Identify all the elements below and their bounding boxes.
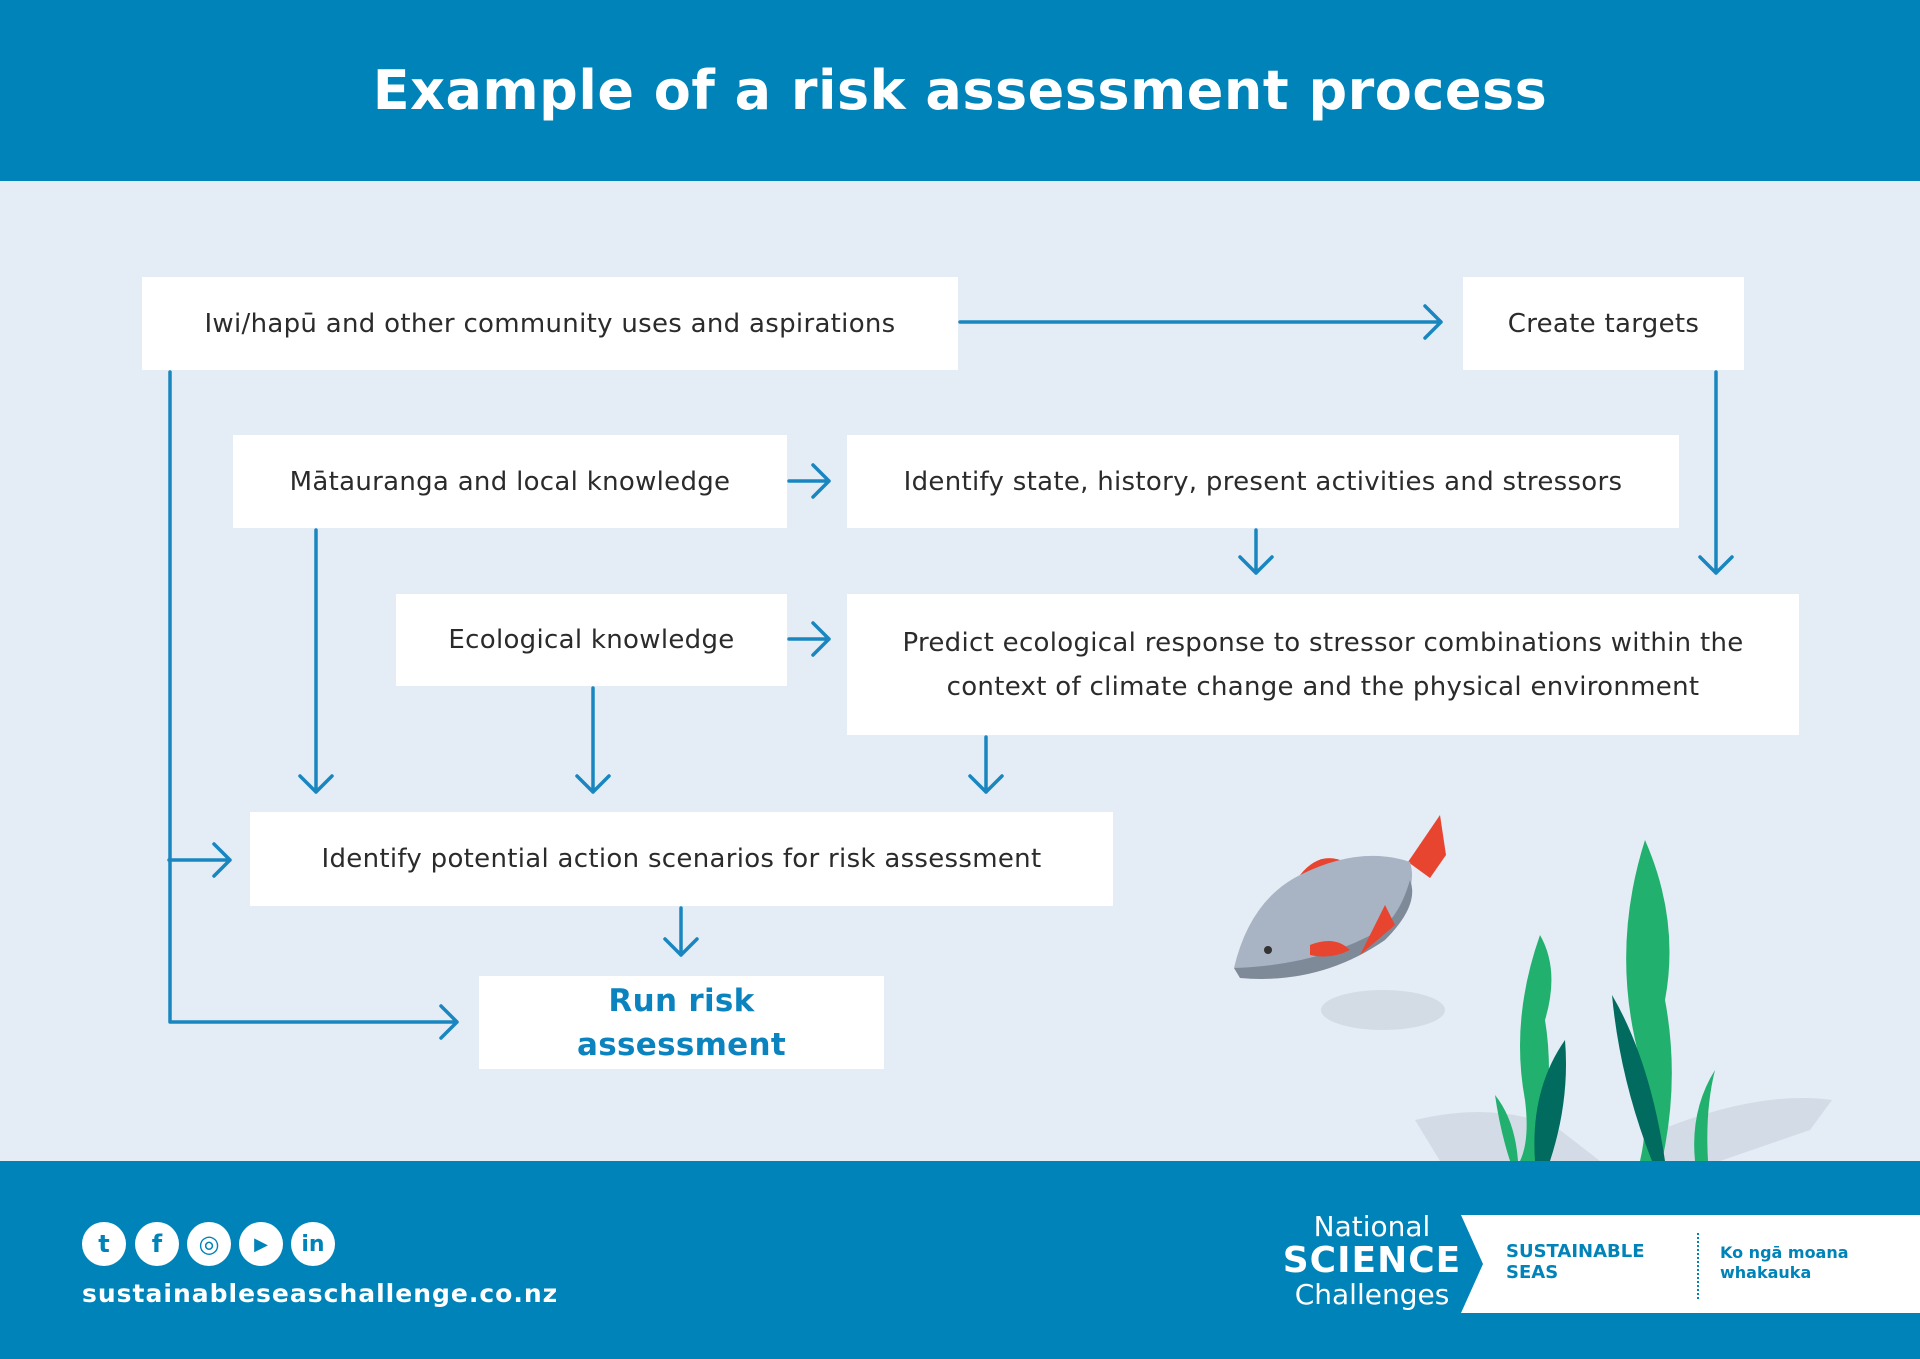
seabed-illustration [1234,815,1832,1161]
arrow-targets-down [1698,370,1734,575]
arrow-matauranga-to-state [787,463,831,499]
sustainable-seas-banner [1461,1215,1920,1313]
header: Example of a risk assessment process [0,0,1920,181]
facebook-icon[interactable]: f [135,1222,179,1266]
dotted-divider [1697,1233,1699,1299]
fish-illustration [1234,815,1446,979]
arrow-community-to-targets [958,304,1443,340]
footer: t f ◎ ▶ in sustainableseaschallenge.co.n… [0,1161,1920,1359]
ss-line-1: SUSTAINABLE [1506,1241,1645,1262]
youtube-icon[interactable]: ▶ [239,1222,283,1266]
tagline-line-2: whakauka [1720,1263,1812,1282]
twitter-icon[interactable]: t [82,1222,126,1266]
fish-shadow [1321,990,1445,1030]
matauranga-box: Mātauranga and local knowledge [233,435,787,528]
arrow-predict-down [968,735,1004,794]
arrow-state-down [1238,528,1274,575]
run-risk-assessment-box: Run risk assessment [479,976,884,1069]
linkedin-icon[interactable]: in [291,1222,335,1266]
logo-line-3: Challenges [1294,1278,1450,1311]
website-link[interactable]: sustainableseaschallenge.co.nz [82,1279,559,1308]
arrow-ecological-to-predict [787,621,831,657]
ecological-knowledge-box: Ecological knowledge [396,594,787,686]
logo-line-1: National [1313,1210,1431,1243]
page-title: Example of a risk assessment process [372,59,1548,122]
arrow-scenarios-down [663,906,699,957]
tagline-line-1: Ko ngā moana [1720,1243,1849,1262]
ss-line-2: SEAS [1506,1262,1559,1283]
banner-chevron [1461,1215,1483,1313]
instagram-icon[interactable]: ◎ [187,1222,231,1266]
sustainable-seas-logo: SUSTAINABLE SEAS [1506,1241,1645,1283]
arrow-matauranga-down [298,528,334,794]
arrow-community-to-run [168,370,459,1040]
community-uses-box: Iwi/hapū and other community uses and as… [142,277,958,370]
action-scenarios-box: Identify potential action scenarios for … [250,812,1113,906]
seabed-rocks [1415,1098,1832,1161]
arrow-left-to-scenarios [167,842,232,878]
predict-response-box: Predict ecological response to stressor … [847,594,1799,735]
seaweed-illustration [1495,840,1715,1161]
arrow-ecological-down [575,686,611,794]
maori-tagline: Ko ngā moana whakauka [1720,1243,1849,1283]
flow-arrows [167,304,1832,1161]
logo-line-2: SCIENCE [1282,1240,1462,1281]
create-targets-box: Create targets [1463,277,1744,370]
identify-state-box: Identify state, history, present activit… [847,435,1679,528]
national-science-challenges-logo: National SCIENCE Challenges [1282,1211,1462,1311]
